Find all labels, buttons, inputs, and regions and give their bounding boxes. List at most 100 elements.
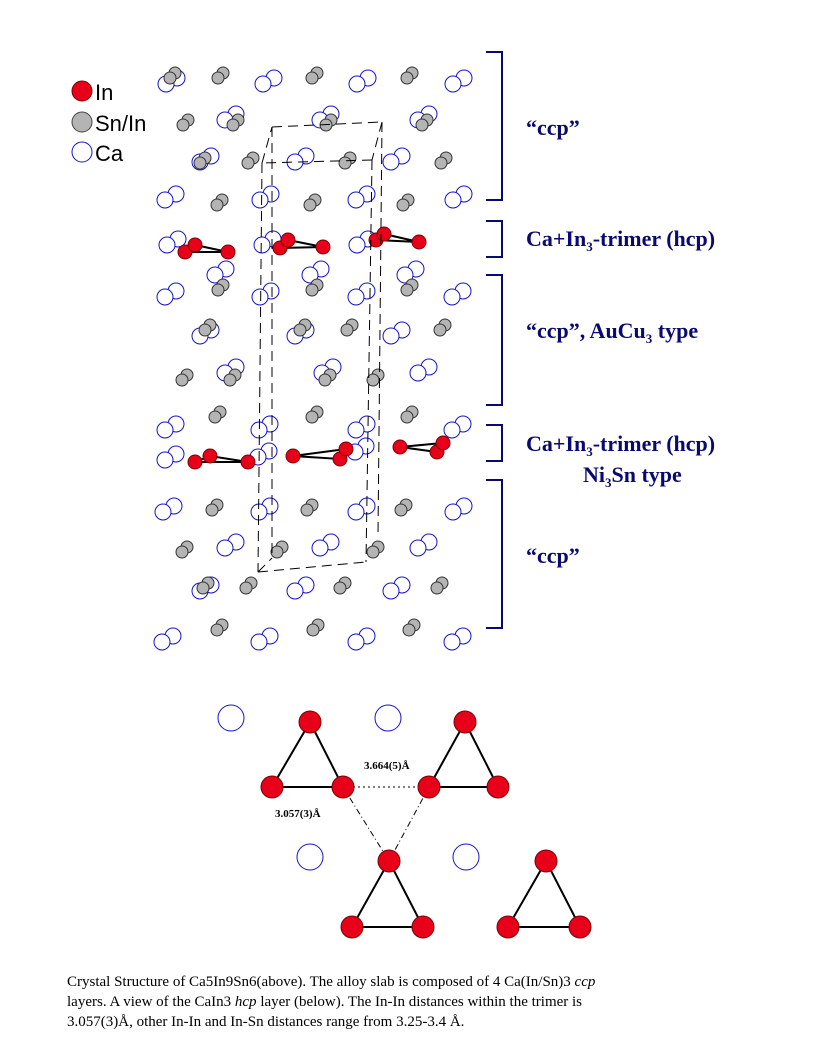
hcp-layer-view: 3.664(5)Å 3.057(3)Å	[217, 704, 592, 939]
ca-atom	[348, 75, 366, 93]
sn-in-atom	[210, 623, 224, 637]
sn-in-atom	[305, 283, 319, 297]
ca-atom	[216, 539, 234, 557]
sn-in-atom	[175, 545, 189, 559]
legend-in-icon	[71, 80, 93, 102]
bracket-trimer-1	[486, 220, 503, 258]
sn-in-atom	[366, 373, 380, 387]
sn-in-atom	[205, 503, 219, 517]
sn-in-atom	[305, 410, 319, 424]
label-trimer-2: Ca+In3-trimer (hcp)	[526, 431, 715, 459]
sn-in-atom	[433, 323, 447, 337]
hcp-in-atom	[417, 775, 441, 799]
ca-atom	[251, 191, 269, 209]
sn-in-atom	[415, 118, 429, 132]
sn-in-atom	[430, 581, 444, 595]
legend-snin-icon	[71, 111, 93, 133]
bracket-ccp-top	[486, 51, 503, 201]
in-atom	[220, 244, 236, 260]
sn-in-atom	[226, 118, 240, 132]
ca-atom	[444, 503, 462, 521]
ca-atom	[153, 633, 171, 651]
trimer-bond	[194, 454, 249, 463]
legend: In Sn/In Ca	[71, 80, 146, 166]
intra-trimer-distance: 3.057(3)Å	[275, 808, 321, 820]
in-atom	[280, 232, 296, 248]
ca-atom	[301, 266, 319, 284]
in-atom	[187, 237, 203, 253]
ca-atom	[286, 582, 304, 600]
ca-atom	[311, 539, 329, 557]
sn-in-atom	[176, 118, 190, 132]
label-ccp-top: “ccp”	[526, 115, 580, 140]
ca-atom	[347, 633, 365, 651]
sn-in-atom	[400, 410, 414, 424]
ca-atom	[156, 288, 174, 306]
ca-atom	[444, 191, 462, 209]
hcp-in-atom	[534, 849, 558, 873]
sn-in-atom	[210, 198, 224, 212]
ca-atom	[156, 421, 174, 439]
ca-atom	[396, 266, 414, 284]
sn-in-atoms	[163, 66, 453, 637]
figure-caption: Crystal Structure of Ca5In9Sn6(above). T…	[67, 972, 757, 1032]
label-trimer-2-type: Ni3Sn type	[583, 462, 682, 490]
sn-in-atom	[400, 283, 414, 297]
ca-atom	[444, 75, 462, 93]
hcp-in-atom	[260, 775, 284, 799]
in3-trimers	[177, 226, 451, 470]
label-ccp-mid: “ccp”, AuCu3 type	[526, 318, 698, 346]
ca-atom	[347, 421, 365, 439]
ca-atom	[250, 633, 268, 651]
hcp-in-atom	[453, 710, 477, 734]
ca-atom	[253, 236, 271, 254]
in-atom	[338, 441, 354, 457]
ca-atom	[409, 539, 427, 557]
hcp-in-atom	[496, 915, 520, 939]
hcp-in-atom	[340, 915, 364, 939]
ca-atom	[443, 288, 461, 306]
sn-in-atom	[270, 545, 284, 559]
ca-atom	[382, 327, 400, 345]
caption-line-3: 3.057(3)Å, other In-In and In-Sn distanc…	[67, 1014, 465, 1030]
hcp-in-atom	[486, 775, 510, 799]
in-atom	[411, 234, 427, 250]
ca-atom	[206, 266, 224, 284]
sn-in-atom	[163, 71, 177, 85]
ca-atom	[158, 236, 176, 254]
label-trimer-1: Ca+In3-trimer (hcp)	[526, 226, 715, 254]
sn-in-atom	[305, 71, 319, 85]
layer-brackets	[486, 51, 503, 629]
sn-in-atom	[198, 323, 212, 337]
inter-trimer-line	[388, 786, 430, 862]
ca-atom	[154, 503, 172, 521]
in-atom	[285, 448, 301, 464]
inter-trimer-line	[342, 786, 390, 862]
hcp-in-atom	[377, 849, 401, 873]
ca-atom	[347, 288, 365, 306]
ca-atom	[382, 153, 400, 171]
sn-in-atom	[211, 283, 225, 297]
sn-in-atom	[400, 71, 414, 85]
sn-in-atom	[303, 198, 317, 212]
sn-in-atom	[402, 623, 416, 637]
in-atom	[392, 439, 408, 455]
ca-atom	[348, 236, 366, 254]
sn-in-atom	[340, 323, 354, 337]
in-atom	[376, 226, 392, 242]
sn-in-atom	[175, 373, 189, 387]
label-ccp-bottom: “ccp”	[526, 543, 580, 568]
sn-in-atom	[318, 373, 332, 387]
hcp-in-atom	[298, 710, 322, 734]
caption-line-1: Crystal Structure of Ca5In9Sn6(above). T…	[67, 974, 596, 990]
hcp-in-atom	[568, 915, 592, 939]
sn-in-atom	[196, 581, 210, 595]
sn-in-atom	[306, 623, 320, 637]
sn-in-atom	[396, 198, 410, 212]
sn-in-atom	[193, 156, 207, 170]
sn-in-atom	[434, 156, 448, 170]
legend-snin-label: Sn/In	[95, 111, 146, 136]
sn-in-atom	[241, 156, 255, 170]
ca-atom	[251, 288, 269, 306]
hcp-ca-atom	[452, 843, 480, 871]
